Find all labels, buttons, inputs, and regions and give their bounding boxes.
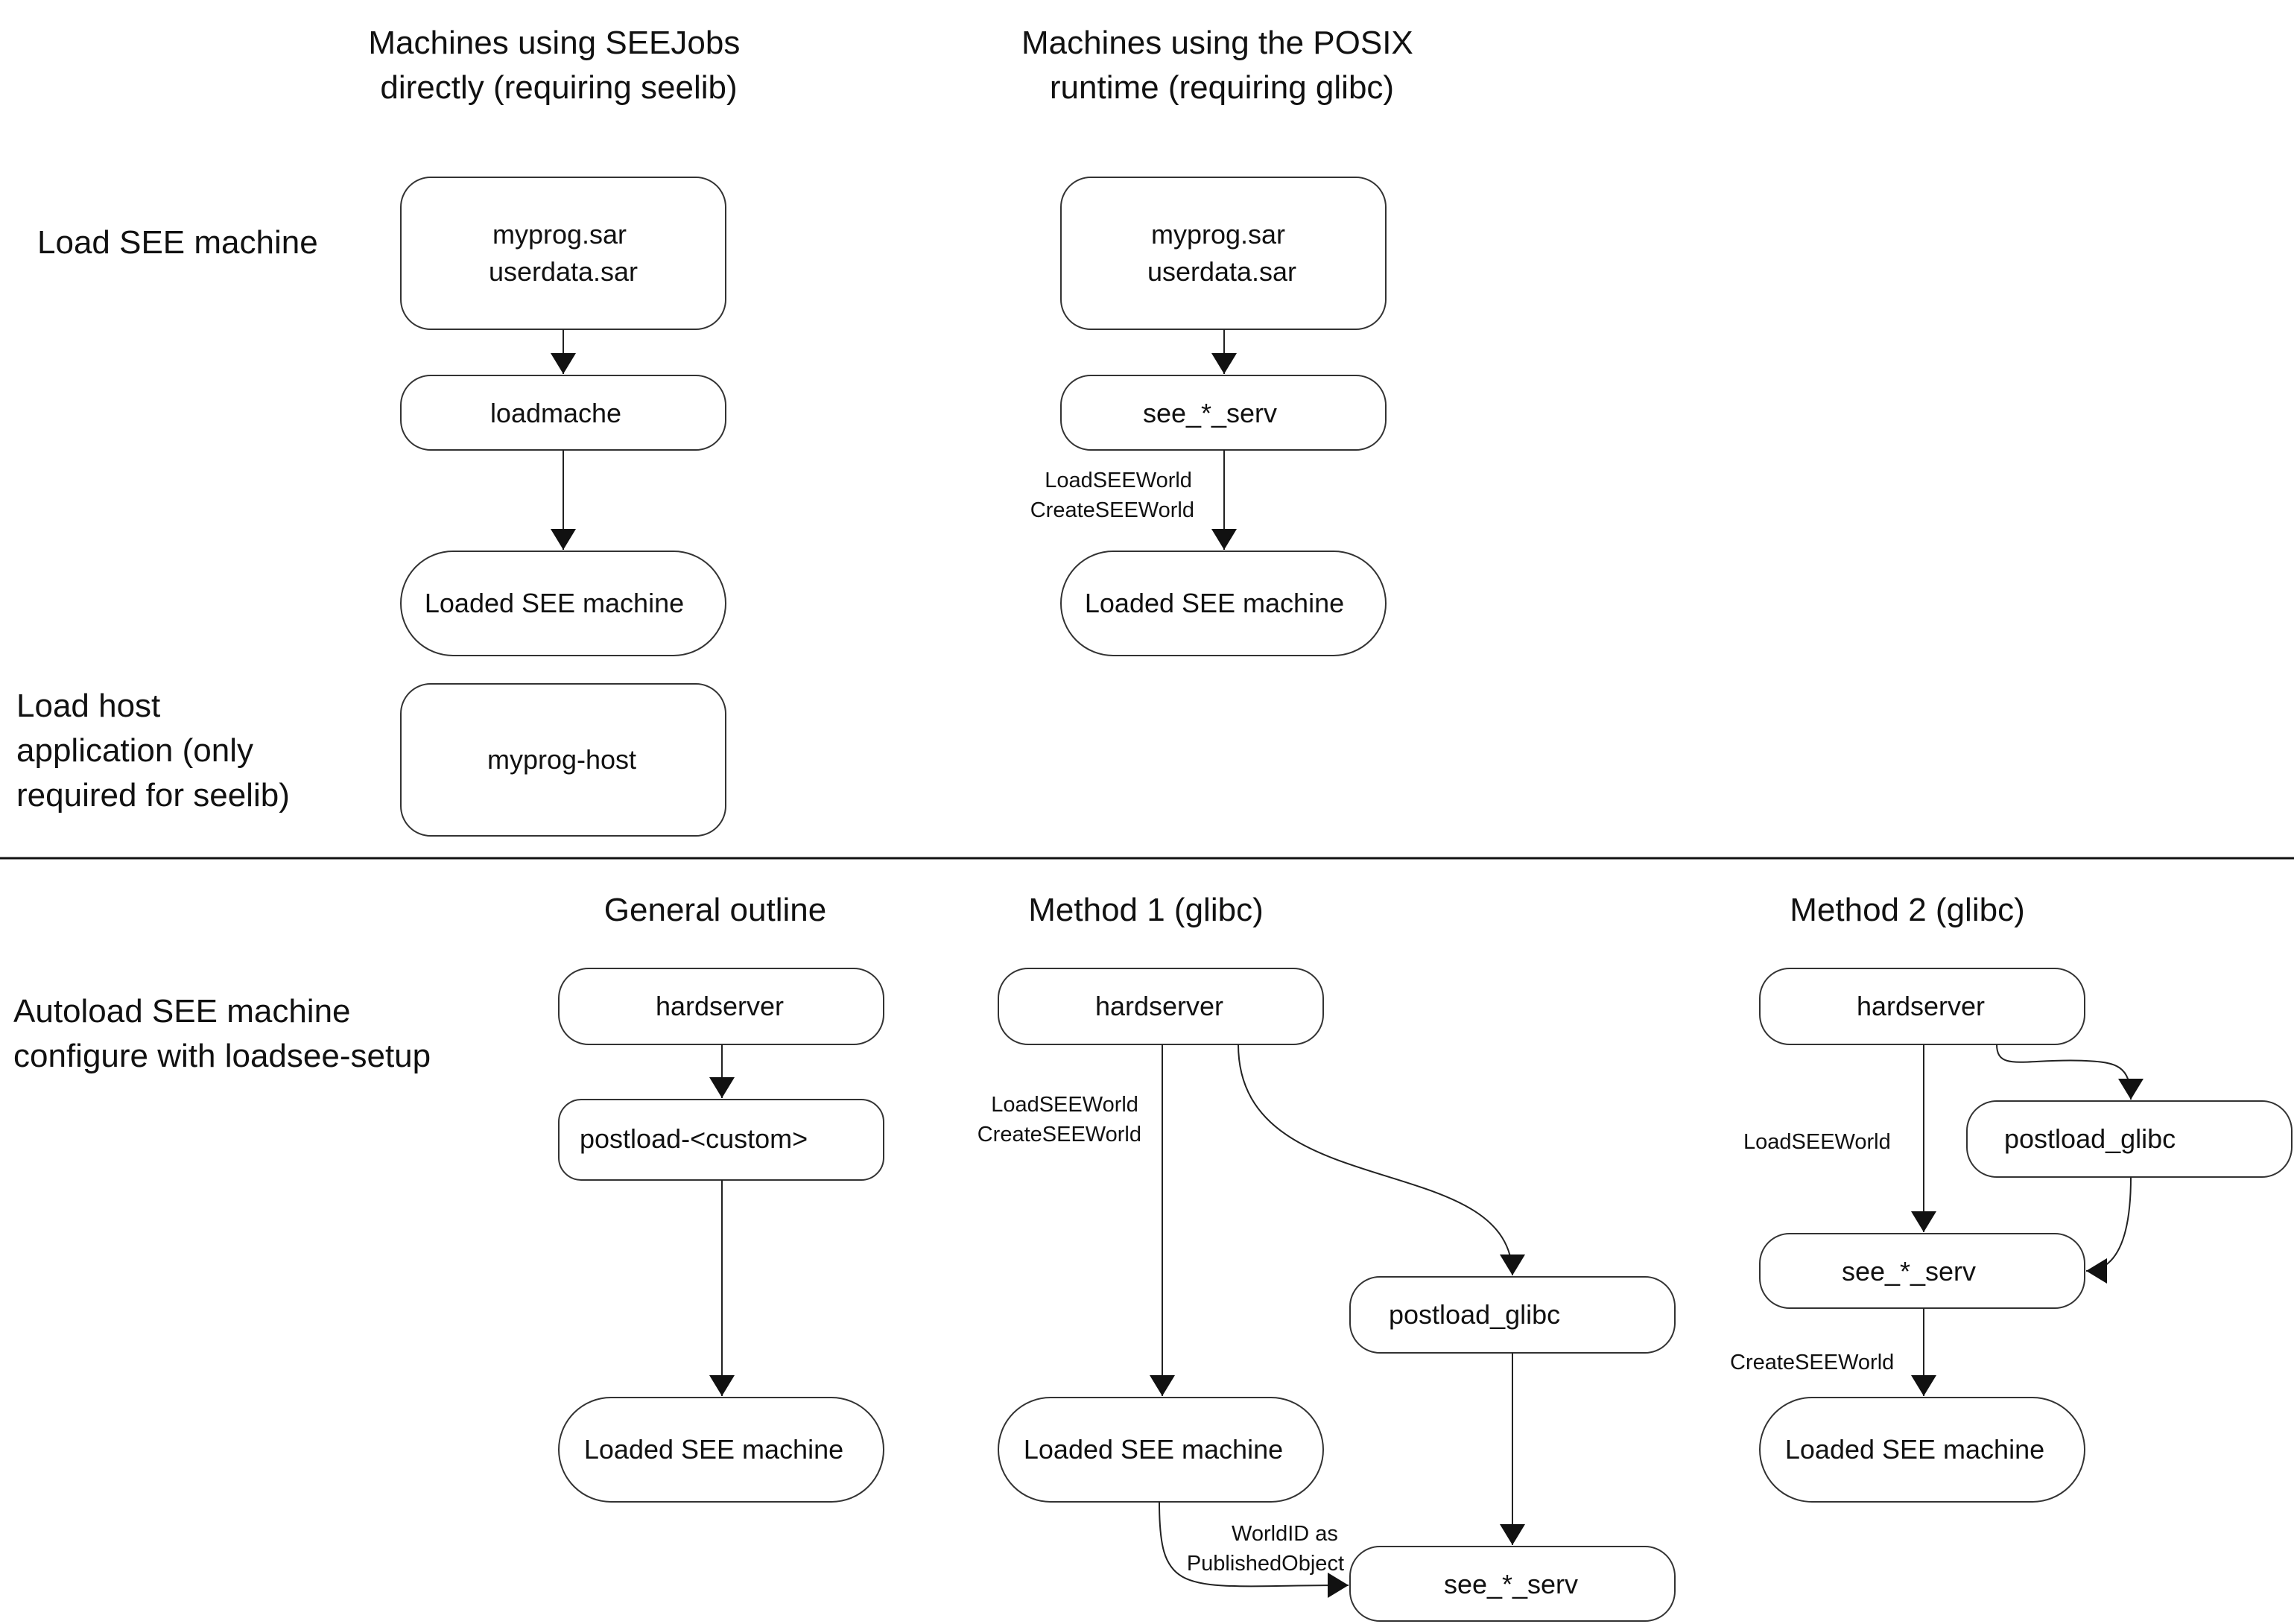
method1-postload-node: postload_glibc: [1349, 1276, 1676, 1354]
svg-text:hardserver: hardserver: [1857, 991, 1985, 1021]
method2-server-node: see_*_serv: [1759, 1233, 2085, 1309]
col2-loaded-node: Loaded SEE machine: [1060, 551, 1387, 656]
svg-text:see_*_serv: see_*_serv: [1143, 398, 1277, 428]
loadmache-node: loadmache: [400, 375, 726, 451]
svg-text:myprog.sar userdata.sar: myprog.sar userdata.sar: [489, 219, 638, 287]
col1-heading: Machines using SEEJobs directly (requiri…: [368, 25, 749, 106]
col1-sar-node: myprog.sar userdata.sar: [400, 177, 726, 330]
method1-loaded-node: Loaded SEE machine: [998, 1397, 1324, 1503]
method2-create-label: CreateSEEWorld: [1730, 1351, 1894, 1374]
method2-heading: Method 2 (glibc): [1790, 892, 2024, 928]
method2-load-label: LoadSEEWorld: [1743, 1130, 1891, 1154]
row-label-load-host: Load host application (only required for…: [16, 688, 290, 813]
myprog-host-node: myprog-host: [400, 683, 726, 837]
svg-text:Loaded SEE machine: Loaded SEE machine: [1024, 1434, 1283, 1465]
general-outline-heading: General outline: [604, 892, 826, 928]
svg-text:Loaded SEE machine: Loaded SEE machine: [1085, 588, 1344, 618]
method1-server-node: see_*_serv: [1349, 1546, 1676, 1622]
svg-text:loadmache: loadmache: [490, 398, 621, 428]
svg-text:myprog-host: myprog-host: [487, 744, 636, 775]
svg-text:see_*_serv: see_*_serv: [1444, 1569, 1578, 1599]
method1-worldid-label: WorldID as PublishedObject: [1187, 1522, 1344, 1576]
method1-hardserver-node: hardserver: [998, 968, 1324, 1045]
method2-hardserver-node: hardserver: [1759, 968, 2085, 1045]
general-loaded-node: Loaded SEE machine: [558, 1397, 884, 1503]
svg-text:postload-<custom>: postload-<custom>: [580, 1123, 808, 1154]
col2-heading: Machines using the POSIX runtime (requir…: [1021, 25, 1422, 106]
method1-heading: Method 1 (glibc): [1028, 892, 1263, 928]
svg-text:hardserver: hardserver: [656, 991, 784, 1021]
col1-loaded-node: Loaded SEE machine: [400, 551, 726, 656]
svg-text:Loaded SEE machine: Loaded SEE machine: [425, 588, 684, 618]
method1-edge-label: LoadSEEWorld CreateSEEWorld: [978, 1093, 1144, 1146]
svg-text:postload_glibc: postload_glibc: [1389, 1299, 1560, 1330]
row-label-autoload: Autoload SEE machine configure with load…: [13, 993, 431, 1074]
svg-text:see_*_serv: see_*_serv: [1842, 1256, 1976, 1287]
row-label-load-see: Load SEE machine: [37, 224, 318, 261]
method2-postload-node: postload_glibc: [1966, 1100, 2293, 1178]
svg-text:Loaded SEE machine: Loaded SEE machine: [1785, 1434, 2044, 1465]
col2-edge-label: LoadSEEWorld CreateSEEWorld: [1030, 469, 1198, 522]
svg-text:hardserver: hardserver: [1095, 991, 1223, 1021]
svg-text:myprog.sar userdata.sar: myprog.sar userdata.sar: [1147, 219, 1296, 287]
general-hardserver-node: hardserver: [558, 968, 884, 1045]
svg-text:postload_glibc: postload_glibc: [2004, 1123, 2176, 1154]
method1-edges: [1150, 1044, 1525, 1599]
col2-server-node: see_*_serv: [1060, 375, 1387, 451]
method2-edges: [1911, 1044, 2144, 1396]
svg-text:Loaded SEE machine: Loaded SEE machine: [584, 1434, 843, 1465]
method2-loaded-node: Loaded SEE machine: [1759, 1397, 2085, 1503]
general-postload-node: postload-<custom>: [558, 1099, 884, 1181]
col2-sar-node: myprog.sar userdata.sar: [1060, 177, 1387, 330]
